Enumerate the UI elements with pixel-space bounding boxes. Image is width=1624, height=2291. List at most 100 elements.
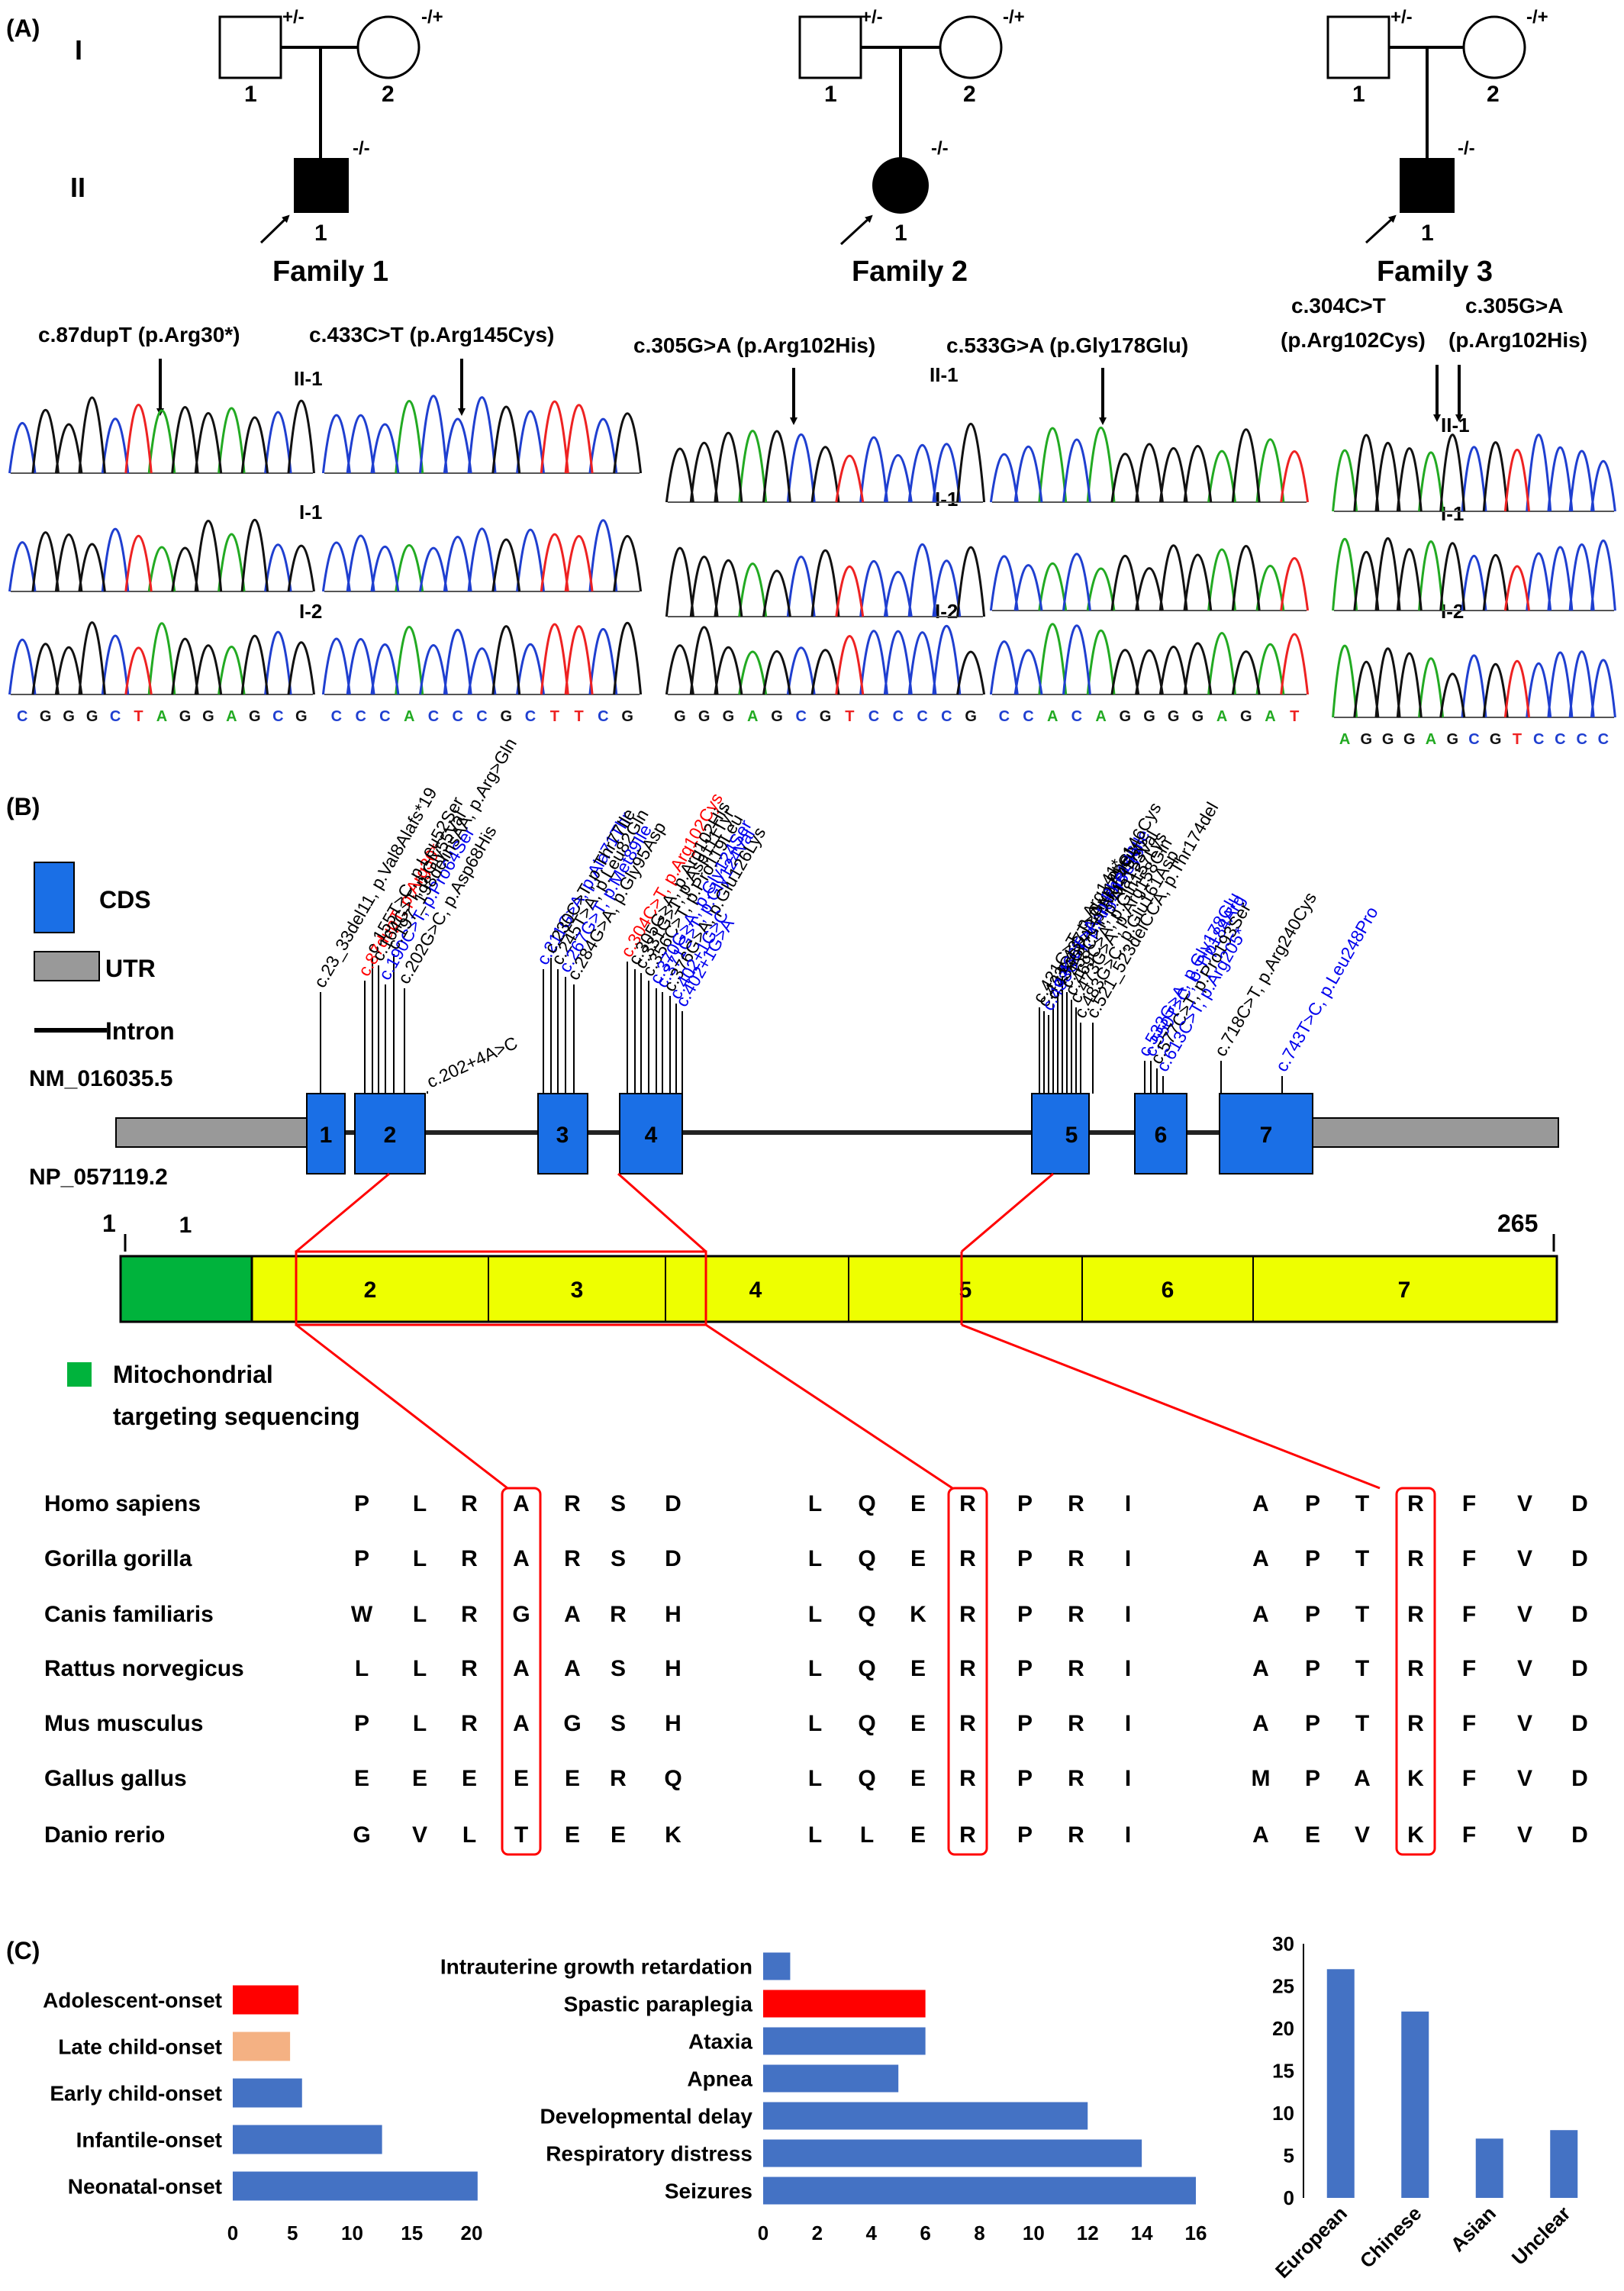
trace-t bbox=[1280, 557, 1310, 611]
domain-label: 2 bbox=[364, 1278, 377, 1303]
mutation-label-f1a: c.87dupT (p.Arg30*) bbox=[38, 323, 240, 346]
residue: R bbox=[461, 1602, 478, 1627]
residue: V bbox=[1355, 1822, 1370, 1848]
mutation-label-f3b-line1: c.305G>A bbox=[1465, 294, 1563, 317]
domain-label: 3 bbox=[571, 1278, 584, 1303]
mother-number: 2 bbox=[1487, 82, 1500, 107]
residue: F bbox=[1462, 1656, 1476, 1681]
trace-a bbox=[1038, 427, 1285, 503]
conserved-residue-box bbox=[501, 1487, 542, 1856]
species-name: Danio rerio bbox=[44, 1822, 165, 1848]
mito-targeting-domain bbox=[119, 1255, 253, 1323]
pedigree-family-3: +/- -/+ 1 2 -/- 1 Family 3 bbox=[1326, 7, 1548, 288]
trace-c bbox=[786, 433, 962, 503]
residue: L bbox=[808, 1656, 822, 1681]
base-letter: G bbox=[1361, 731, 1373, 748]
residue: E bbox=[910, 1546, 926, 1571]
father-symbol bbox=[798, 15, 862, 79]
species-name: Gorilla gorilla bbox=[44, 1546, 192, 1571]
residue: A bbox=[1252, 1711, 1269, 1736]
mutation-label-f2a: c.305G>A (p.Arg102His) bbox=[633, 334, 875, 357]
base-letter: G bbox=[965, 708, 977, 725]
residue: P bbox=[1305, 1602, 1320, 1627]
species-name: Canis familiaris bbox=[44, 1602, 214, 1627]
residue: T bbox=[514, 1822, 528, 1848]
base-letter: G bbox=[621, 708, 633, 725]
domain-label: 6 bbox=[1162, 1278, 1174, 1303]
residue: D bbox=[1571, 1766, 1588, 1791]
trace-c bbox=[989, 624, 1091, 695]
base-letter: G bbox=[1382, 731, 1394, 748]
base-letter: C bbox=[917, 708, 927, 725]
row-label-f2-ii1: II-1 bbox=[930, 363, 959, 386]
residue: Q bbox=[858, 1766, 875, 1791]
base-letter: A bbox=[1216, 708, 1227, 725]
residue: L bbox=[808, 1491, 822, 1516]
tick-label: 0 bbox=[227, 2222, 238, 2244]
base-letter: G bbox=[295, 708, 308, 725]
exon-3: 3 bbox=[537, 1093, 588, 1174]
tick-label: 25 bbox=[1272, 1975, 1294, 1998]
exon-4: 4 bbox=[619, 1093, 683, 1174]
residue: F bbox=[1462, 1711, 1476, 1736]
residue: I bbox=[1125, 1822, 1131, 1848]
protein-start-label: 1 bbox=[102, 1210, 116, 1237]
residue: V bbox=[1517, 1656, 1532, 1681]
base-letter: A bbox=[156, 708, 167, 725]
panel-label-a: (A) bbox=[6, 14, 40, 42]
bar bbox=[763, 1952, 791, 1980]
tick-label: 2 bbox=[812, 2222, 823, 2244]
mother-number: 2 bbox=[382, 82, 395, 107]
bar bbox=[233, 2171, 478, 2201]
residue: R bbox=[461, 1546, 478, 1571]
bar bbox=[233, 2125, 382, 2154]
residue: V bbox=[1517, 1711, 1532, 1736]
base-letter: G bbox=[40, 708, 52, 725]
residue: S bbox=[611, 1491, 626, 1516]
base-letter: C bbox=[428, 708, 439, 725]
base-letter: T bbox=[550, 708, 559, 725]
residue: M bbox=[1252, 1766, 1271, 1791]
residue: A bbox=[1252, 1656, 1269, 1681]
residue: D bbox=[1571, 1602, 1588, 1627]
residue: T bbox=[1355, 1602, 1369, 1627]
mother-number: 2 bbox=[963, 82, 976, 107]
residue: D bbox=[665, 1491, 682, 1516]
tick-label: 15 bbox=[1272, 2060, 1294, 2083]
legend-mito-line2: targeting sequencing bbox=[113, 1403, 360, 1430]
protein-bar bbox=[119, 1255, 1558, 1323]
pedigree-section: I II +/- -/+ 1 2 -/- 1 Family 1 +/- -/+ … bbox=[70, 7, 1548, 288]
trace-c bbox=[786, 624, 962, 695]
trace-t bbox=[835, 565, 865, 617]
residue: L bbox=[808, 1546, 822, 1571]
residue: D bbox=[1571, 1491, 1588, 1516]
base-letter: C bbox=[868, 708, 879, 725]
residue: T bbox=[1355, 1491, 1369, 1516]
residue: P bbox=[1305, 1711, 1320, 1736]
tick-label: 20 bbox=[461, 2222, 483, 2244]
residue: R bbox=[564, 1491, 581, 1516]
residue: F bbox=[1462, 1766, 1476, 1791]
tick-label: 10 bbox=[341, 2222, 363, 2244]
trace-c bbox=[786, 543, 962, 617]
residue: Q bbox=[858, 1491, 875, 1516]
residue: E bbox=[565, 1822, 580, 1848]
row-label-f3-ii1: II-1 bbox=[1441, 414, 1470, 437]
residue: L bbox=[860, 1822, 874, 1848]
residue: A bbox=[513, 1491, 530, 1516]
trace-t bbox=[124, 535, 153, 592]
residue: D bbox=[665, 1546, 682, 1571]
trace-c bbox=[1461, 650, 1616, 718]
base-letter: A bbox=[747, 708, 758, 725]
trace-t bbox=[835, 635, 865, 695]
category-label: Seizures bbox=[665, 2180, 752, 2203]
residue: P bbox=[1017, 1656, 1033, 1681]
residue: A bbox=[1354, 1766, 1371, 1791]
residue: F bbox=[1462, 1546, 1476, 1571]
row-label-f2-i2: I-2 bbox=[935, 600, 958, 623]
tick-label: 16 bbox=[1185, 2222, 1207, 2244]
residue: K bbox=[665, 1822, 682, 1848]
trace-a bbox=[147, 622, 246, 695]
bar bbox=[763, 2064, 899, 2093]
